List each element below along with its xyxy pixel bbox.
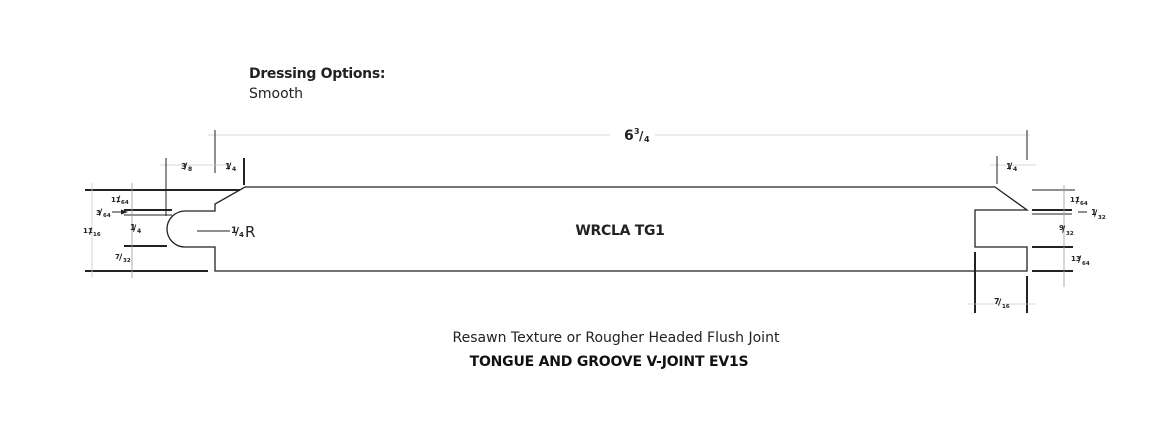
caption-title: TONGUE AND GROOVE V-JOINT EV1S [469,354,749,370]
dim-right-groove-width-den: 32 [1066,231,1074,237]
overall-width-whole: 6 [624,128,634,144]
dim-left-thickness-num: 11 [83,227,93,235]
dim-left-top-b-num: 1 [225,162,231,171]
dim-left-tongue-num: 1 [130,223,136,232]
dim-left-top-a-num: 3 [181,162,187,171]
fraction-slash: / [235,225,240,238]
board-outline [166,186,1030,272]
fraction-slash: / [99,208,103,218]
dim-left-tongue-step-num: 3 [96,209,101,217]
profile-code: WRCLA TG1 [575,223,664,239]
dim-right-top-den: 4 [1013,166,1017,173]
overall-width-den: 4 [644,135,650,144]
radius-suffix: R [245,223,255,241]
dim-left-upper-lip-num: 11 [111,196,121,204]
overall-width-num: 3 [634,127,640,136]
dim-left-lower-lip-den: 32 [123,258,131,264]
dim-right-lower-lip-den: 64 [1082,261,1090,267]
dim-left-tongue-step-den: 64 [103,213,111,219]
fraction-slash: / [1076,196,1080,206]
radius-den: 4 [239,231,244,239]
left-dimensions: 3 / 8 1 / 4 11 / 64 3 / 64 11 / 16 1 / 4… [83,158,255,278]
right-dimensions: 1 / 4 11 / 64 1 / 32 9 / 32 13 / 64 7 / … [968,156,1106,313]
fraction-slash: / [117,195,121,205]
dressing-options-label: Dressing Options: [249,66,386,82]
fraction-slash: / [639,129,644,143]
fraction-slash: / [1094,209,1098,219]
dim-left-top-b-den: 4 [232,166,236,173]
dim-right-upper-lip-num: 11 [1070,196,1080,204]
fraction-slash: / [228,162,232,172]
fraction-slash: / [998,298,1002,308]
dim-right-groove-width-num: 9 [1059,224,1064,232]
fraction-slash: / [184,162,188,172]
dim-right-top-num: 1 [1006,162,1012,171]
fraction-slash: / [133,224,137,234]
overall-width-dimension: 6 3 / 4 [208,127,1030,173]
fraction-slash: / [1062,225,1066,235]
dim-right-upper-lip-den: 64 [1080,201,1088,207]
dim-left-top-a-den: 8 [188,166,192,173]
radius-num: 1 [231,226,237,236]
dim-left-upper-lip-den: 64 [121,200,129,206]
fraction-slash: / [89,227,93,237]
caption-subtitle: Resawn Texture or Rougher Headed Flush J… [452,330,780,346]
fraction-slash: / [1009,162,1013,172]
fraction-slash: / [119,253,123,263]
dim-right-groove-depth-den: 16 [1002,304,1010,310]
dim-right-groove-depth-num: 7 [994,297,1000,306]
dim-left-lower-lip-num: 7 [115,253,120,261]
dim-right-gap-den: 32 [1098,215,1106,221]
dressing-options-value: Smooth [249,86,304,102]
dim-left-thickness-den: 16 [93,232,101,238]
fraction-slash: / [1078,255,1082,265]
dim-right-gap-num: 1 [1091,208,1097,217]
dim-right-lower-lip-num: 13 [1071,255,1081,263]
dim-left-tongue-den: 4 [137,228,141,235]
